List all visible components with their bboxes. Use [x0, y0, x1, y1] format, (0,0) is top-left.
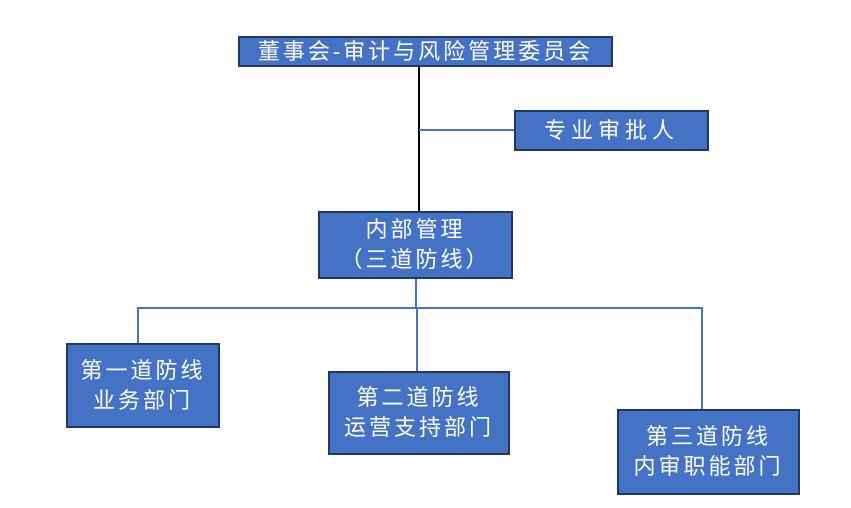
node-defense1-label-line1: 第一道防线 — [80, 357, 206, 383]
node-defense3-label-line1: 第三道防线 — [645, 424, 771, 449]
node-approver-label: 专业审批人 — [543, 117, 679, 143]
node-professional-approver: 专业审批人 — [514, 110, 709, 151]
node-defense2-label-line2: 运营支持部门 — [343, 415, 494, 440]
connector-internal-stub — [415, 279, 417, 308]
connector-board-to-internal — [418, 67, 420, 211]
node-internal-management: 内部管理 （三道防线） — [318, 211, 513, 279]
node-board-committee: 董事会-审计与风险管理委员会 — [238, 36, 613, 67]
connector-drop-defense2 — [416, 307, 418, 371]
node-second-line-defense: 第二道防线 运营支持部门 — [328, 371, 510, 455]
connector-drop-defense1 — [137, 307, 139, 343]
node-board-label: 董事会-审计与风险管理委员会 — [257, 39, 594, 64]
node-defense3-label-line2: 内审职能部门 — [633, 454, 784, 479]
node-defense1-label-line2: 业务部门 — [92, 387, 193, 413]
connector-branch-to-approver — [419, 129, 514, 131]
node-internal-label-line2: （三道防线） — [340, 247, 491, 272]
node-first-line-defense: 第一道防线 业务部门 — [66, 343, 220, 428]
connector-drop-defense3 — [701, 307, 703, 409]
node-defense2-label-line1: 第二道防线 — [356, 385, 482, 410]
connector-horizontal-rail — [137, 307, 703, 309]
node-internal-label-line1: 内部管理 — [365, 217, 466, 242]
node-third-line-defense: 第三道防线 内审职能部门 — [617, 409, 800, 495]
